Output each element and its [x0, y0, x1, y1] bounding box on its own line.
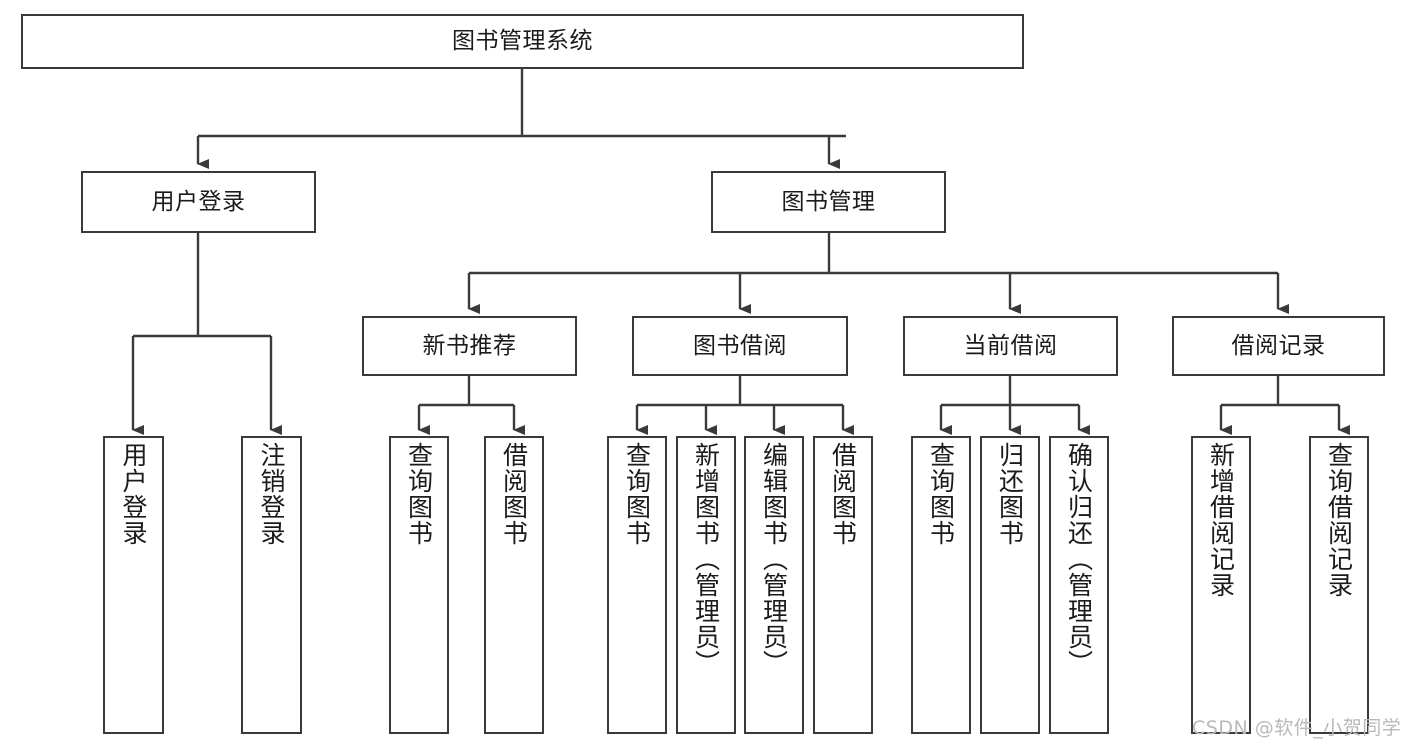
- node-label: 确认归还（管理员）: [1064, 442, 1094, 676]
- leaf-borrow-borrow-book[interactable]: 借阅图书: [813, 436, 873, 734]
- leaf-user-login[interactable]: 用户登录: [103, 436, 164, 734]
- node-book-borrow[interactable]: 图书借阅: [632, 316, 848, 376]
- node-label: 图书借阅: [693, 332, 787, 359]
- leaf-newbook-borrow-book[interactable]: 借阅图书: [484, 436, 544, 734]
- leaf-current-query-book[interactable]: 查询图书: [911, 436, 971, 734]
- leaf-user-logout[interactable]: 注销登录: [241, 436, 302, 734]
- leaf-record-add-record[interactable]: 新增借阅记录: [1191, 436, 1251, 734]
- node-new-book-recommend[interactable]: 新书推荐: [362, 316, 577, 376]
- node-label: 借阅图书: [828, 442, 858, 546]
- node-label: 新增借阅记录: [1206, 442, 1236, 598]
- leaf-borrow-edit-book-admin[interactable]: 编辑图书（管理员）: [744, 436, 804, 734]
- leaf-record-query-record[interactable]: 查询借阅记录: [1309, 436, 1369, 734]
- node-label: 借阅记录: [1231, 332, 1326, 359]
- leaf-current-return-book[interactable]: 归还图书: [980, 436, 1040, 734]
- node-label: 归还图书: [995, 442, 1025, 546]
- node-label: 当前借阅: [963, 332, 1058, 359]
- node-label: 用户登录: [119, 442, 148, 546]
- node-user-login[interactable]: 用户登录: [81, 171, 316, 233]
- leaf-borrow-add-book-admin[interactable]: 新增图书（管理员）: [676, 436, 736, 734]
- node-label: 图书管理: [781, 188, 876, 215]
- node-label: 用户登录: [151, 188, 246, 215]
- node-label: 新增图书（管理员）: [691, 442, 721, 676]
- node-label: 编辑图书（管理员）: [759, 442, 789, 676]
- watermark-text: CSDN @软件_小贺同学: [1192, 717, 1402, 739]
- node-label: 图书管理系统: [452, 28, 593, 55]
- node-label: 查询图书: [622, 442, 652, 546]
- node-label: 查询图书: [404, 442, 434, 546]
- leaf-borrow-query-book[interactable]: 查询图书: [607, 436, 667, 734]
- node-borrow-record[interactable]: 借阅记录: [1172, 316, 1385, 376]
- node-label: 注销登录: [257, 442, 286, 546]
- leaf-current-confirm-return-admin[interactable]: 确认归还（管理员）: [1049, 436, 1109, 734]
- node-label: 借阅图书: [499, 442, 529, 546]
- node-label: 查询图书: [926, 442, 956, 546]
- node-label: 查询借阅记录: [1324, 442, 1354, 598]
- node-current-borrow[interactable]: 当前借阅: [903, 316, 1118, 376]
- node-label: 新书推荐: [422, 332, 517, 359]
- node-book-management[interactable]: 图书管理: [711, 171, 946, 233]
- node-root-system[interactable]: 图书管理系统: [21, 14, 1024, 69]
- leaf-newbook-query-book[interactable]: 查询图书: [389, 436, 449, 734]
